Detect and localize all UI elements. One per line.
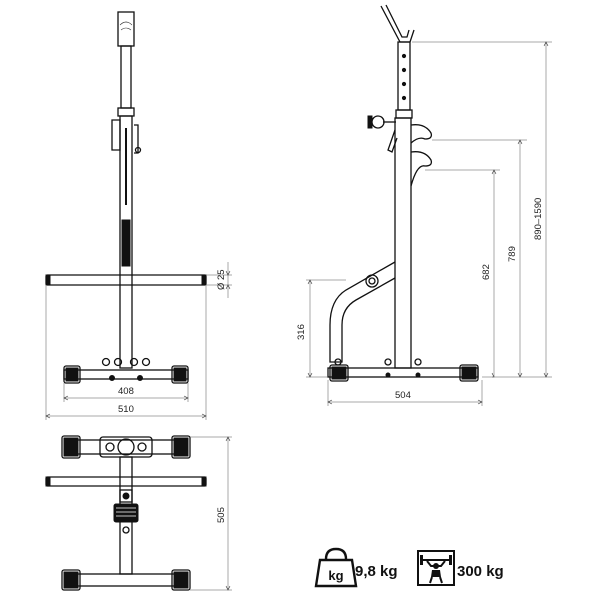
dim-base-inner: 408 bbox=[118, 386, 134, 397]
dim-height-range: 890–1590 bbox=[533, 198, 544, 240]
specs: kg 9,8 kg 300 kg bbox=[314, 547, 504, 588]
dim-foot-height: 316 bbox=[296, 324, 307, 340]
front-view: Ø 25 408 510 bbox=[45, 11, 232, 420]
dim-bar-diameter: Ø 25 bbox=[216, 269, 227, 290]
dim-base-depth: 504 bbox=[395, 390, 411, 401]
top-view: 505 bbox=[45, 435, 232, 591]
weight-icon-label: kg bbox=[328, 568, 343, 583]
dim-overall-width: 510 bbox=[118, 404, 134, 415]
dim-top-length: 505 bbox=[216, 507, 227, 523]
barbell-lifter-icon bbox=[417, 550, 455, 586]
side-view: 316 504 682 789 890–1590 bbox=[296, 4, 552, 406]
weight-value: 9,8 kg bbox=[355, 563, 398, 580]
kettlebell-weight-icon: kg bbox=[314, 547, 358, 588]
capacity-value: 300 kg bbox=[457, 563, 504, 580]
dim-hook-low: 682 bbox=[481, 264, 492, 280]
dim-hook-high: 789 bbox=[507, 246, 518, 262]
